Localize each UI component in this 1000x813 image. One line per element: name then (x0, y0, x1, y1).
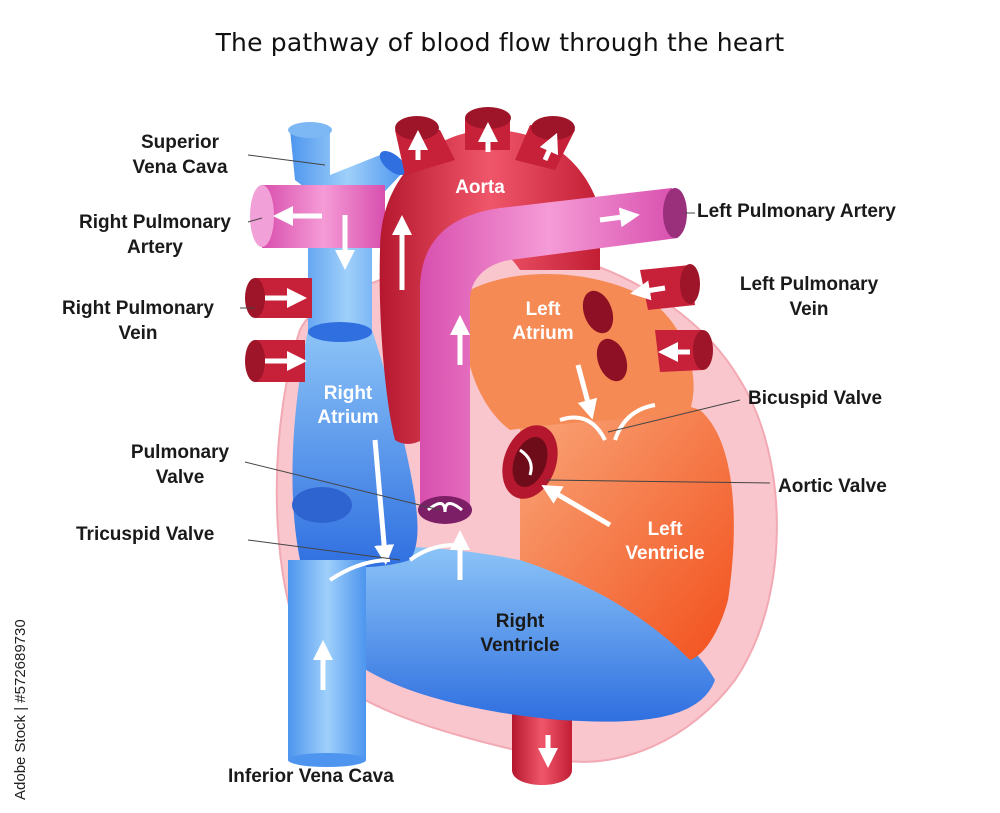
inferior-vena-cava-vessel (288, 560, 366, 760)
label-tricuspid-valve: Tricuspid Valve (76, 524, 215, 545)
label-aorta: Aorta (455, 177, 505, 198)
left-atrium-chamber (464, 273, 694, 430)
label-inferior-vena-cava: Inferior Vena Cava (228, 766, 394, 787)
pulmonary-trunk-vessel (420, 188, 678, 505)
left-ventricle-chamber (520, 401, 734, 660)
right-ventricle-chamber (314, 546, 715, 722)
label-aortic-valve: Aortic Valve (778, 476, 887, 497)
stock-watermark: Adobe Stock | #572689730 (12, 619, 29, 800)
label-bicuspid-valve: Bicuspid Valve (748, 388, 883, 409)
flow-arrows (265, 122, 690, 768)
page-title: The pathway of blood flow through the he… (215, 28, 785, 57)
label-left-pulmonary-artery: Left Pulmonary Artery (697, 201, 896, 222)
right-pulmonary-artery-vessel (262, 185, 385, 248)
leader-lines (240, 154, 771, 561)
